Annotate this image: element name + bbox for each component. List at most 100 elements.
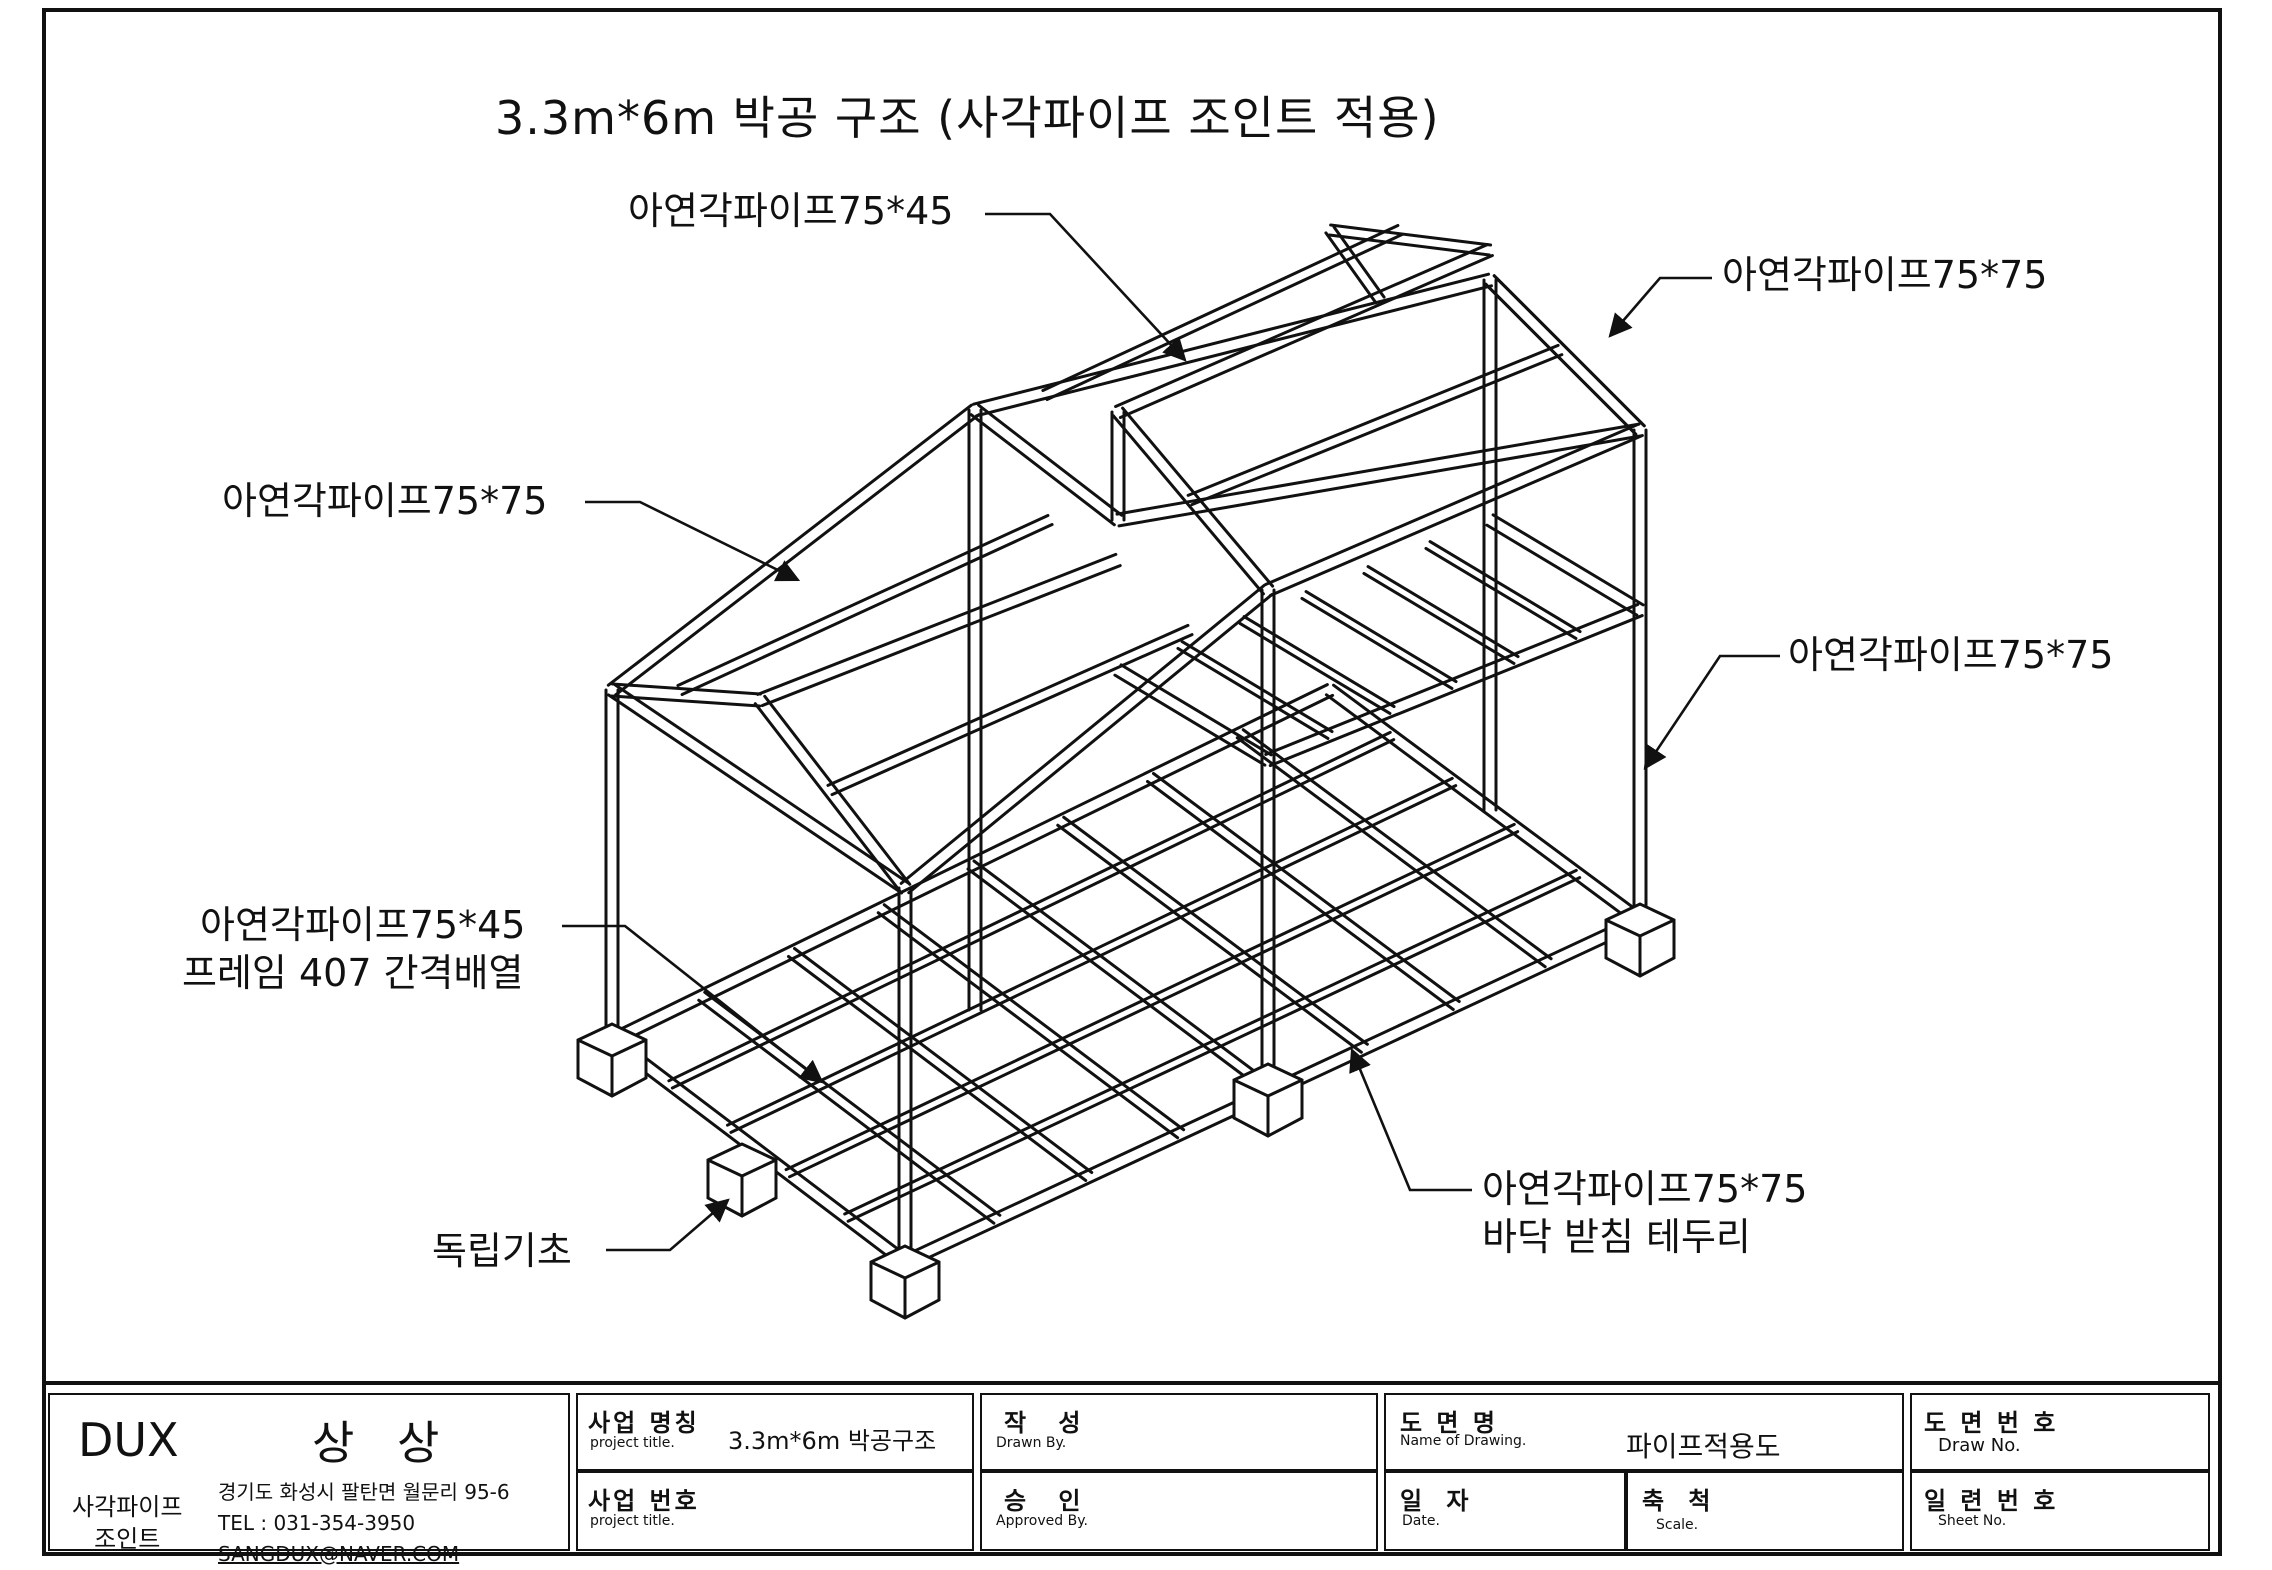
- floor-purlin-1: [670, 738, 1396, 1090]
- leader-base-border: [1349, 1047, 1472, 1192]
- title-block: DUX 상 상 사각파이프 조인트 경기도 화성시 팔탄면 월문리 95-6 T…: [42, 1381, 2222, 1566]
- eave-connector: [1117, 434, 1643, 528]
- ridge-left: [760, 564, 1122, 708]
- base-border-left: [614, 1033, 911, 1259]
- mid-joist-5: [1424, 546, 1578, 640]
- company-cell: DUX 상 상 사각파이프 조인트 경기도 화성시 팔탄면 월문리 95-6 T…: [48, 1393, 570, 1566]
- leader-lines: [562, 212, 1780, 1252]
- floor-joist-2: [793, 947, 1094, 1175]
- gable-right-b: [1492, 274, 1646, 428]
- ridge-right: [1114, 242, 1490, 408]
- footing-edge: [1267, 1078, 1303, 1098]
- mid-beam-right: [1485, 523, 1639, 617]
- footing-edge: [741, 1158, 777, 1178]
- mid-beam-front: [1268, 614, 1644, 768]
- floor-joist-3: [882, 903, 1186, 1132]
- footing-edge: [577, 1038, 613, 1058]
- leader-floor-frame: [562, 924, 824, 1084]
- mid-joist-3: [1304, 590, 1458, 684]
- floor-joist-5: [1062, 815, 1369, 1046]
- floor-joist-3: [876, 911, 1180, 1140]
- floor-joist-2: [786, 954, 1088, 1182]
- scale-cell: 축 척 Scale.: [1626, 1471, 1904, 1551]
- floor-joist-4: [972, 859, 1277, 1089]
- project-name-cell: 사업 명칭 project title. 3.3m*6m 박공구조: [576, 1393, 974, 1471]
- leader-column-right: [1643, 654, 1780, 770]
- callout-floor-frame: 아연각파이프75*45 프레임 407 간격배열: [182, 903, 526, 995]
- mid-joist-4: [1366, 565, 1520, 659]
- floor-purlin-1: [667, 730, 1392, 1083]
- company-subtitle: 사각파이프 조인트: [72, 1493, 183, 1554]
- mid-joist-2: [1242, 615, 1396, 709]
- eave-back: [974, 284, 1493, 418]
- eave-left-end: [613, 683, 910, 885]
- approved-by-cell: 승 인 Approved By.: [980, 1471, 1378, 1551]
- purlin-left-1: [676, 513, 1050, 687]
- floor-purlin-3: [784, 822, 1516, 1172]
- eave-back: [972, 272, 1491, 406]
- gable-brace: [1324, 231, 1378, 305]
- purlin-right-2: [1190, 353, 1564, 507]
- floor-purlin-3: [788, 830, 1520, 1179]
- gable-right-a: [1121, 406, 1275, 588]
- drawing-name-value: 파이프적용도: [1626, 1430, 1781, 1463]
- purlin-right-1: [1045, 233, 1404, 402]
- leader-roof-beam-left: [585, 500, 801, 582]
- steel-frame: [604, 223, 1648, 1269]
- floor-joist-7: [1241, 728, 1553, 961]
- eave-back-left: [606, 403, 973, 687]
- ridge-left: [756, 552, 1118, 696]
- floor-purlin-4: [843, 868, 1578, 1216]
- gable-left-a: [610, 682, 762, 696]
- mid-beam-left: [1113, 673, 1267, 767]
- leader-footing: [606, 1198, 730, 1252]
- footings: [576, 902, 1676, 1320]
- date-cell: 일 자 Date.: [1384, 1471, 1626, 1551]
- footing-edge: [1605, 918, 1641, 938]
- mid-beam-left: [1119, 663, 1273, 757]
- callout-top-purlin: 아연각파이프75*45: [628, 189, 954, 233]
- callout-base-border: 아연각파이프75*75 바닥 받침 테두리: [1482, 1167, 1808, 1259]
- footing-edge: [707, 1158, 743, 1178]
- eave-mid-end: [977, 403, 1124, 517]
- gable-right-b: [1484, 282, 1638, 436]
- sheet-no-cell: 일 련 번 호 Sheet No.: [1910, 1471, 2210, 1551]
- purlin-left-1: [680, 523, 1054, 697]
- base-border-back: [613, 693, 1335, 1047]
- purlin-left-2: [826, 623, 1190, 787]
- eave-front-right: [1264, 422, 1640, 586]
- drawing-border: [42, 8, 2222, 1556]
- mid-joist-3: [1300, 596, 1454, 690]
- eave-left-end: [607, 693, 904, 895]
- eave-front-mid: [899, 583, 1266, 885]
- gable-left-a: [610, 694, 762, 708]
- mid-joist-4: [1362, 571, 1516, 665]
- floor-joist-4: [966, 867, 1272, 1097]
- drawing-no-cell: 도 면 번 호 Draw No.: [1910, 1393, 2210, 1471]
- company-contact: 경기도 화성시 팔탄면 월문리 95-6 TEL : 031-354-3950 …: [218, 1477, 510, 1570]
- company-brand: DUX: [78, 1413, 179, 1467]
- mid-joist-1: [1176, 646, 1330, 740]
- base-border-back: [607, 683, 1329, 1037]
- eave-front-right: [1268, 434, 1644, 598]
- ridge-right: [1118, 254, 1494, 420]
- eave-back-left: [614, 413, 981, 697]
- mid-joist-2: [1238, 621, 1392, 715]
- footing-edge: [904, 1260, 940, 1280]
- drawn-by-cell: 작 성 Drawn By.: [980, 1393, 1378, 1471]
- floor-joist-6: [1151, 771, 1461, 1003]
- callout-footing: 독립기초: [432, 1229, 572, 1273]
- leader-top-purlin: [985, 212, 1187, 362]
- purlin-right-2: [1186, 343, 1560, 497]
- base-border-right: [1332, 683, 1646, 917]
- footing-edge: [870, 1260, 906, 1280]
- ridge-cap: [1327, 233, 1491, 257]
- company-address: 경기도 화성시 팔탄면 월문리 95-6: [218, 1480, 510, 1504]
- drawing-name-cell: 도 면 명 Name of Drawing. 파이프적용도: [1384, 1393, 1904, 1471]
- leader-roof-rafter-right: [1608, 276, 1712, 338]
- callout-column-right: 아연각파이프75*75: [1788, 633, 2114, 677]
- base-border-right: [1324, 693, 1638, 927]
- floor-purlin-2: [725, 776, 1454, 1127]
- eave-mid-end: [969, 413, 1116, 527]
